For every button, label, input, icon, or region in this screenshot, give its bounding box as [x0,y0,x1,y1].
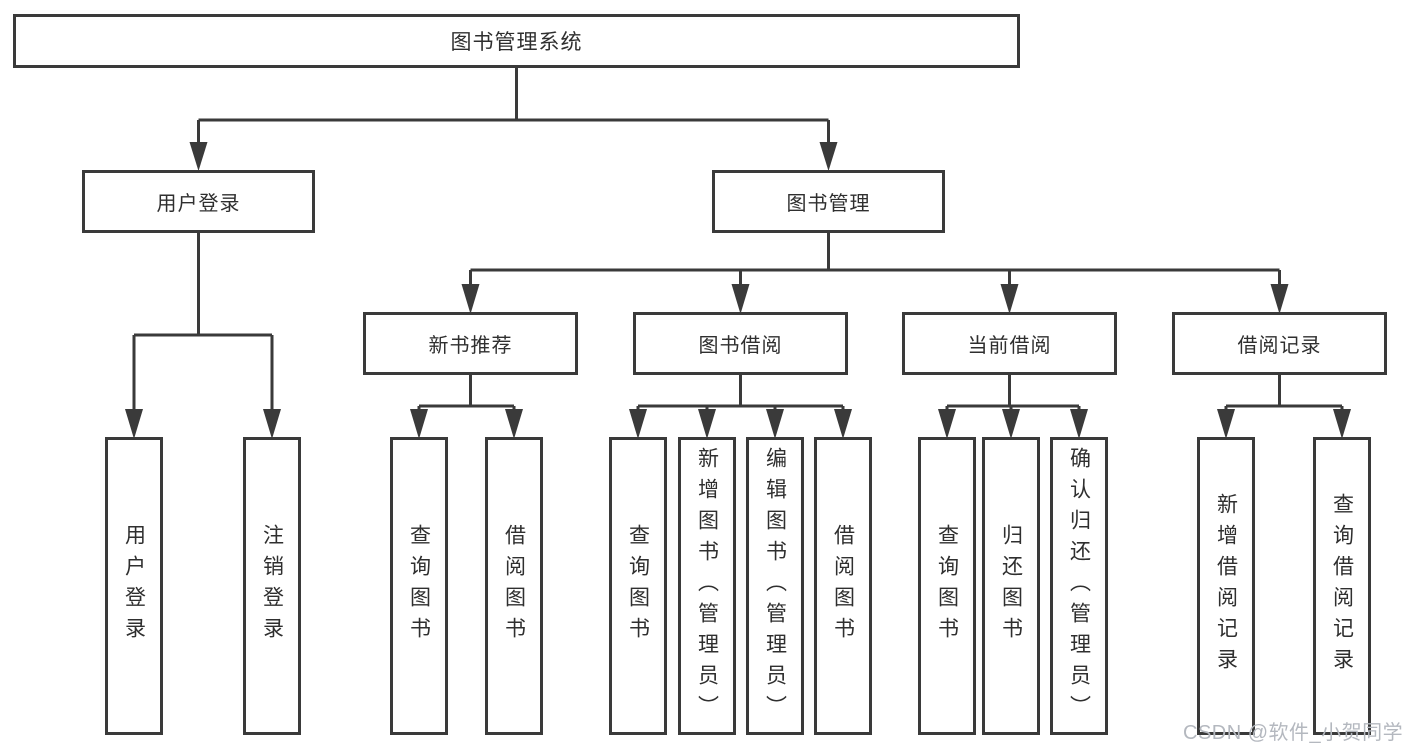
leaf-confirm-return-admin-label: 确认归还（管理员） [1067,446,1091,726]
leaf-query-books-borrow: 查询图书 [609,437,667,735]
leaf-logout-label: 注销登录 [260,524,284,648]
leaf-return-books: 归还图书 [982,437,1040,735]
leaf-edit-books-admin: 编辑图书（管理员） [746,437,804,735]
leaf-add-borrow-record-label: 新增借阅记录 [1214,493,1238,679]
node-new-book-recommend-label: 新书推荐 [428,335,513,357]
node-book-borrow-label: 图书借阅 [698,335,783,357]
node-book-management: 图书管理 [712,170,945,233]
leaf-query-books-recommend: 查询图书 [390,437,448,735]
leaf-borrow-books-recommend-label: 借阅图书 [502,524,526,648]
node-user-login-label: 用户登录 [156,193,241,215]
node-current-borrow: 当前借阅 [902,312,1117,375]
node-root: 图书管理系统 [13,14,1020,68]
leaf-return-books-label: 归还图书 [999,524,1023,648]
leaf-confirm-return-admin: 确认归还（管理员） [1050,437,1108,735]
node-root-label: 图书管理系统 [450,31,583,54]
leaf-query-books-current: 查询图书 [918,437,976,735]
leaf-query-borrow-record-label: 查询借阅记录 [1330,493,1354,679]
leaf-edit-books-admin-label: 编辑图书（管理员） [763,446,787,726]
leaf-add-books-admin: 新增图书（管理员） [678,437,736,735]
leaf-logout: 注销登录 [243,437,301,735]
watermark: CSDN @软件_小贺同学 [1183,722,1404,744]
leaf-borrow-books-recommend: 借阅图书 [485,437,543,735]
node-borrow-records-label: 借阅记录 [1237,335,1322,357]
leaf-borrow-books-label: 借阅图书 [831,524,855,648]
leaf-query-borrow-record: 查询借阅记录 [1313,437,1371,735]
node-new-book-recommend: 新书推荐 [363,312,578,375]
leaf-borrow-books: 借阅图书 [814,437,872,735]
node-borrow-records: 借阅记录 [1172,312,1387,375]
leaf-add-borrow-record: 新增借阅记录 [1197,437,1255,735]
leaf-user-login: 用户登录 [105,437,163,735]
leaf-query-books-recommend-label: 查询图书 [407,524,431,648]
node-book-management-label: 图书管理 [786,193,871,215]
node-user-login: 用户登录 [82,170,315,233]
node-book-borrow: 图书借阅 [633,312,848,375]
leaf-user-login-label: 用户登录 [122,524,146,648]
leaf-query-books-current-label: 查询图书 [935,524,959,648]
node-current-borrow-label: 当前借阅 [967,335,1052,357]
leaf-query-books-borrow-label: 查询图书 [626,524,650,648]
leaf-add-books-admin-label: 新增图书（管理员） [695,446,719,726]
